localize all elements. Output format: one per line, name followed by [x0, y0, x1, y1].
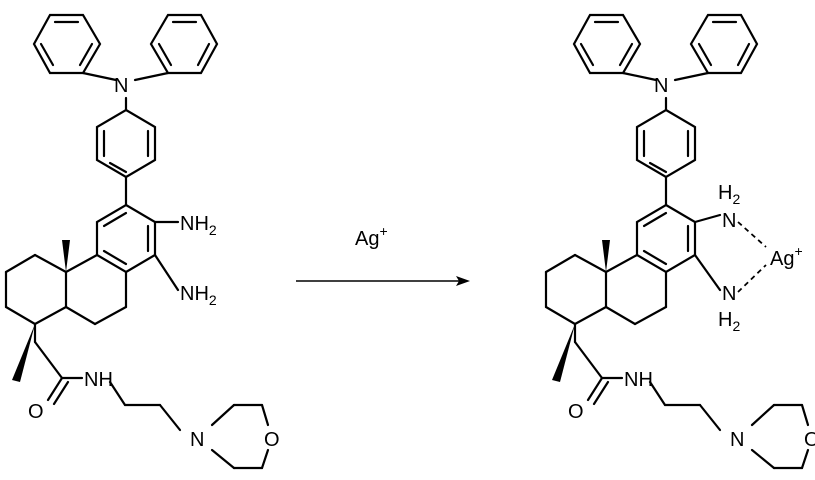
silver-symbol: Ag [770, 248, 794, 270]
coordination-bond-upper [737, 221, 767, 248]
reagent-symbol: Ag [355, 228, 379, 250]
nh2-upper-nh: NH [180, 213, 209, 235]
complex-morpholine-n-label: N [730, 429, 744, 451]
complex-carbonyl-o-label: O [568, 401, 584, 423]
complex-h2-lower-h: H [718, 309, 732, 331]
complex-h2-lower: H2 [718, 309, 740, 334]
reactant-skeleton [4, 13, 270, 470]
complex-amine-bond-upper [693, 213, 722, 224]
complex-morpholine-o-label: O [804, 429, 815, 451]
complex-amide-nh-label: NH [624, 369, 653, 391]
carbonyl-o-label: O [28, 401, 44, 423]
silver-charge: + [794, 243, 802, 259]
complex-h2-upper-sub: 2 [732, 191, 740, 207]
product-complex: N H2 N N H2 Ag+ NH O N O [544, 13, 815, 470]
product-skeleton [544, 13, 810, 470]
reagent-label: Ag+ [355, 223, 388, 250]
coordination-bond-lower [737, 264, 767, 293]
reaction-arrow: Ag+ [296, 223, 470, 286]
complex-n-lower: N [722, 283, 736, 305]
nh2-lower-sub: 2 [209, 292, 217, 308]
silver-ion-label: Ag+ [770, 243, 803, 270]
amide-nh-label: NH [84, 369, 113, 391]
complex-n-upper: N [722, 210, 736, 232]
nh2-lower-nh: NH [180, 283, 209, 305]
amine-n-label: N [114, 75, 128, 97]
nh2-upper-label: NH2 [180, 213, 217, 238]
morpholine-o-label: O [264, 429, 280, 451]
morpholine-n-label: N [190, 429, 204, 451]
complex-h2-lower-sub: 2 [732, 318, 740, 334]
complex-amine-bond-lower [693, 253, 722, 292]
amine-bond-lower [153, 253, 180, 292]
reagent-charge: + [379, 223, 387, 239]
complex-h2-upper: H2 [718, 182, 740, 207]
complex-h2-upper-h: H [718, 182, 732, 204]
reactant-molecule: N NH2 NH2 NH O N O [4, 13, 280, 470]
complex-amine-n-label: N [654, 75, 668, 97]
nh2-upper-sub: 2 [209, 222, 217, 238]
nh2-lower-label: NH2 [180, 283, 217, 308]
